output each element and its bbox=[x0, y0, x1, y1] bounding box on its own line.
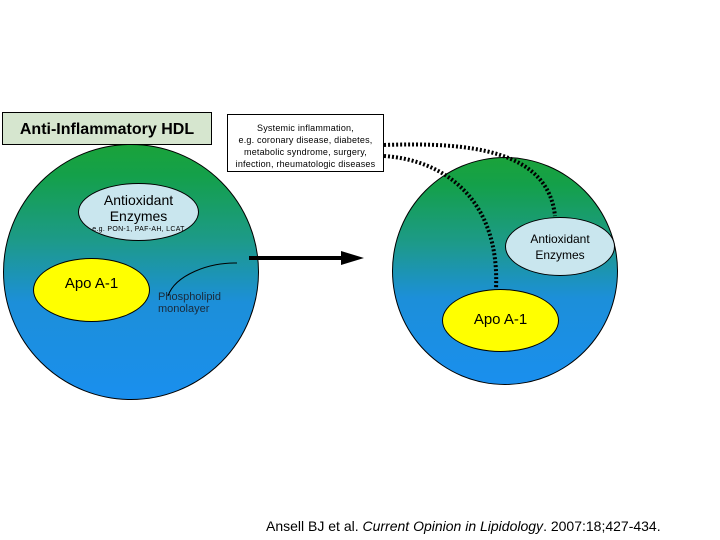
apo-a1-right: Apo A-1 bbox=[442, 289, 559, 352]
apo-a1-left: Apo A-1 bbox=[33, 258, 150, 322]
inflammation-line-3: metabolic syndrome, surgery, bbox=[244, 147, 367, 157]
transition-arrow bbox=[249, 251, 364, 265]
inflammation-line-2: e.g. coronary disease, diabetes, bbox=[238, 135, 373, 145]
inflammation-box: Systemic inflammation, e.g. coronary dis… bbox=[227, 114, 384, 172]
inflammation-line-4: infection, rheumatologic diseases bbox=[235, 159, 376, 169]
citation: Ansell BJ et al. Current Opinion in Lipi… bbox=[266, 517, 720, 535]
enzymes-examples: e.g. PON-1, PAF-AH, LCAT bbox=[92, 226, 185, 233]
inflammation-to-enzymes-connector bbox=[383, 142, 557, 217]
enzymes-left-label-1: Antioxidant bbox=[103, 192, 174, 208]
enzymes-right-label-1: Antioxidant bbox=[530, 232, 590, 246]
phospholipid-line-1: Phospholipid bbox=[158, 291, 221, 303]
antioxidant-enzymes-left: Antioxidant Enzymes e.g. PON-1, PAF-AH, … bbox=[78, 183, 199, 241]
citation-journal: Current Opinion in Lipidology bbox=[362, 518, 544, 534]
phospholipid-line-2: monolayer bbox=[158, 303, 210, 315]
enzymes-right-label-2: Enzymes bbox=[535, 248, 585, 262]
enzymes-left-label-2: Enzymes bbox=[109, 208, 168, 224]
citation-authors: Ansell BJ et al. bbox=[266, 518, 363, 534]
inflammation-line-1: Systemic inflammation, bbox=[257, 123, 354, 133]
apo-a1-left-label: Apo A-1 bbox=[64, 275, 119, 292]
inflammation-to-apo-connector bbox=[383, 154, 499, 290]
phospholipid-pointer bbox=[167, 262, 238, 297]
antioxidant-enzymes-right: Antioxidant Enzymes bbox=[505, 217, 615, 276]
hdl-title: Anti-Inflammatory HDL bbox=[2, 112, 212, 145]
apo-a1-right-label: Apo A-1 bbox=[473, 311, 528, 328]
citation-details: . 2007:18;427-434. bbox=[543, 518, 661, 534]
phospholipid-label: Phospholipid monolayer bbox=[158, 291, 238, 315]
